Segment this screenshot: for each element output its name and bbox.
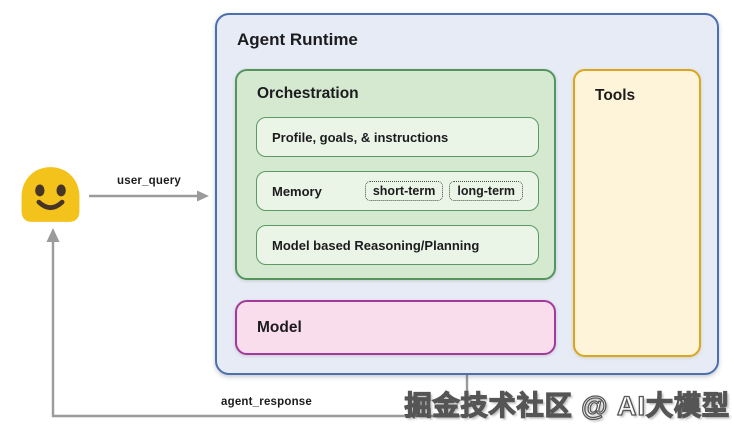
model-box: Model xyxy=(235,300,556,355)
profile-goals-instructions-label: Profile, goals, & instructions xyxy=(272,129,449,145)
orchestration-box: Orchestration Profile, goals, & instruct… xyxy=(235,69,556,280)
watermark: 掘金技术社区 @ AI大模型 xyxy=(404,390,730,421)
model-title: Model xyxy=(257,318,302,336)
orchestration-title: Orchestration xyxy=(257,85,359,102)
profile-goals-instructions-box: Profile, goals, & instructions xyxy=(256,117,539,157)
memory-box: Memory short-term long-term xyxy=(256,171,539,211)
user-query-label: user_query xyxy=(117,175,182,187)
tools-title: Tools xyxy=(595,87,636,104)
user-emoji-icon xyxy=(17,166,84,223)
short-term-chip: short-term xyxy=(364,181,444,201)
agent-runtime-box: Agent Runtime Orchestration Profile, goa… xyxy=(215,13,719,375)
agent-response-arrow xyxy=(46,228,469,418)
agent-runtime-title: Agent Runtime xyxy=(237,30,358,49)
agent-response-label: agent_response xyxy=(221,396,312,408)
reasoning-planning-label: Model based Reasoning/Planning xyxy=(272,237,480,253)
reasoning-planning-box: Model based Reasoning/Planning xyxy=(256,225,539,265)
user-query-arrow xyxy=(89,190,209,202)
memory-label: Memory xyxy=(272,183,322,199)
long-term-chip: long-term xyxy=(449,181,523,201)
memory-chips: short-term long-term xyxy=(364,181,523,201)
tools-box: Tools xyxy=(573,69,701,357)
